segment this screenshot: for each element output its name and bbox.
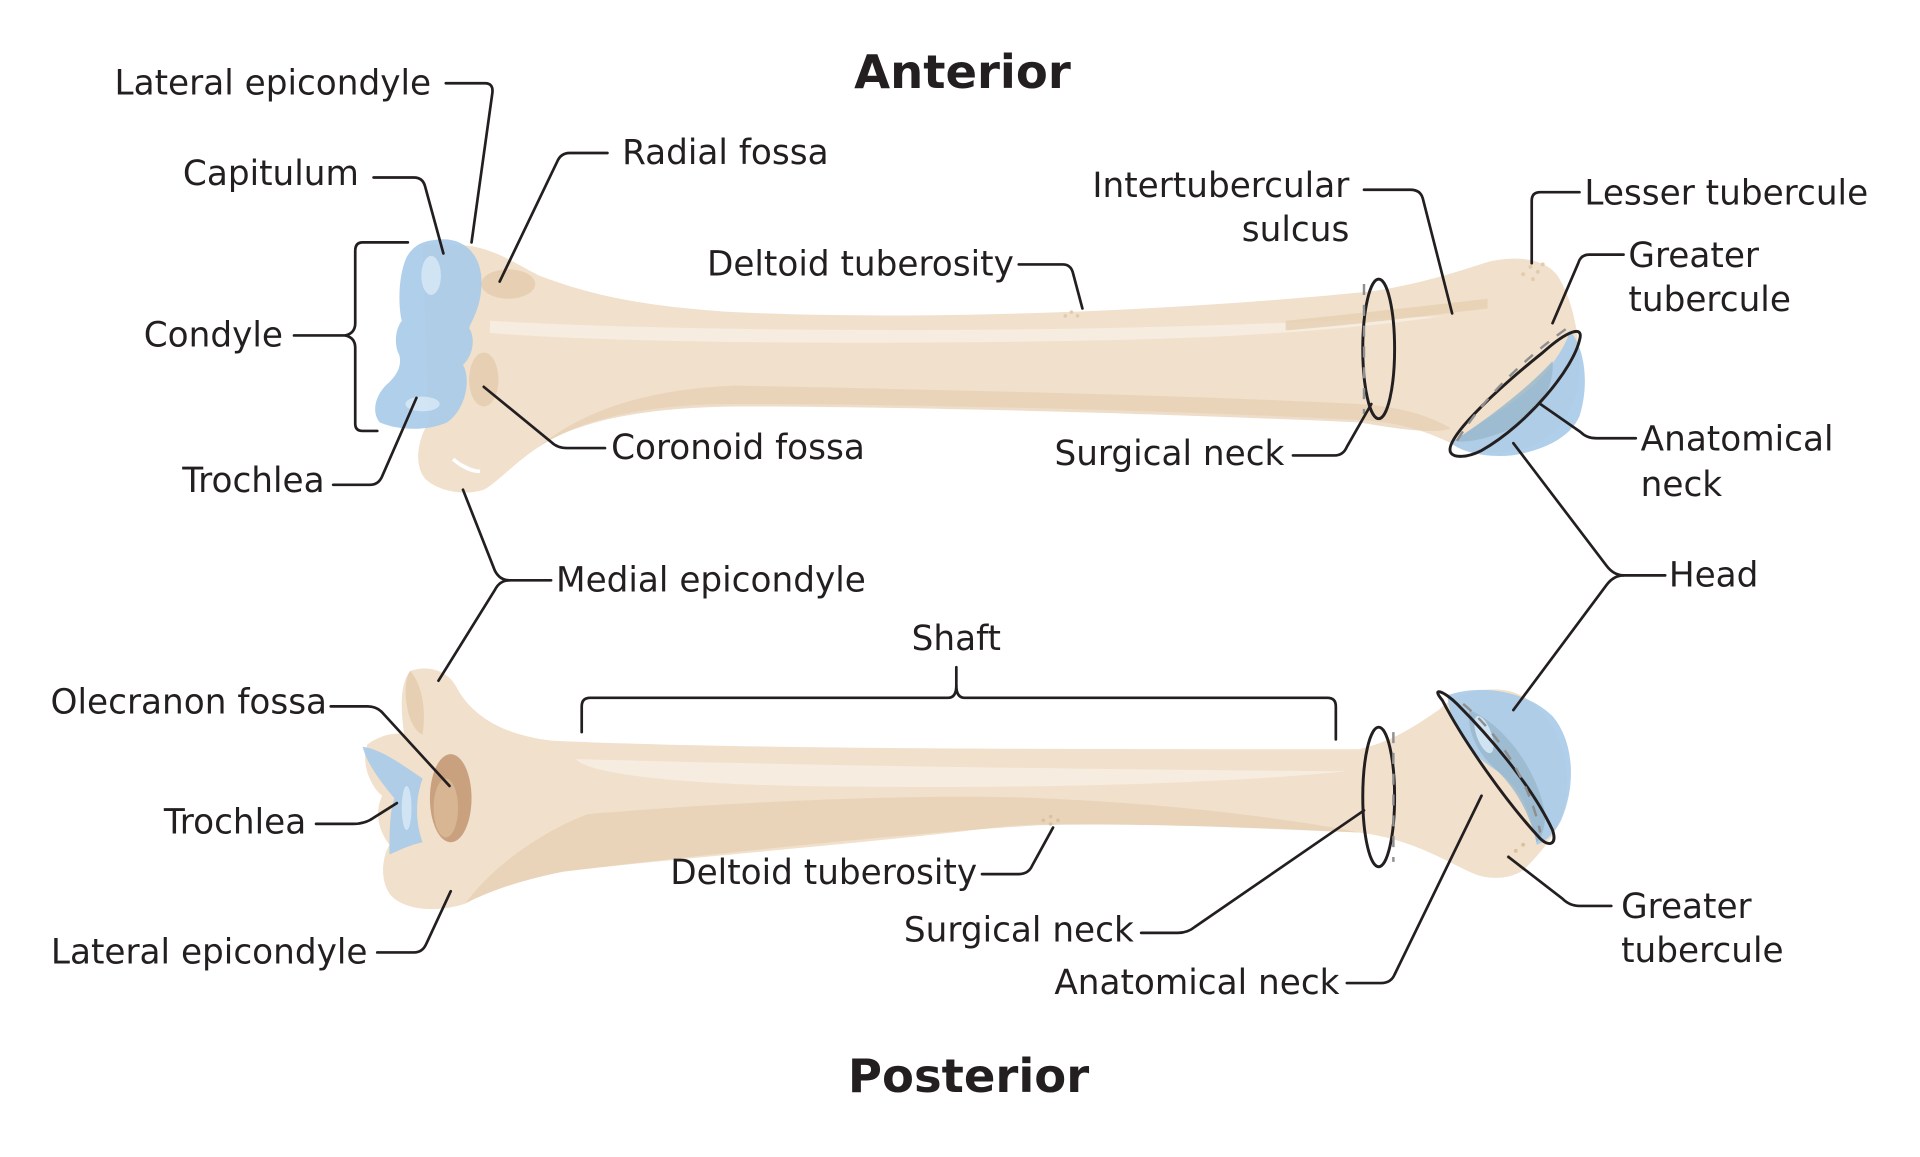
label-lateral-epicondyle-anterior: Lateral epicondyle (115, 63, 432, 103)
leader-medial-epicondyle-anterior (461, 488, 553, 582)
capitulum-highlight (421, 255, 441, 296)
leader-radial-fossa (498, 151, 609, 283)
label-olecranon-fossa: Olecranon fossa (51, 683, 328, 723)
leader-anatomical-neck-posterior (1345, 794, 1483, 985)
anterior-humerus (375, 239, 1585, 493)
shaft-bracket (580, 684, 1338, 741)
label-trochlea-posterior: Trochlea (163, 803, 306, 843)
label-capitulum: Capitulum (183, 154, 359, 194)
anterior-condyle-cartilage (375, 239, 482, 429)
label-intertubercular-sulcus-1: Intertubercular (1092, 166, 1350, 206)
leader-surgical-neck-posterior (1139, 809, 1366, 935)
label-lesser-tubercule: Lesser tubercule (1584, 173, 1868, 213)
leader-olecranon-fossa (329, 705, 451, 788)
label-surgical-neck-posterior: Surgical neck (904, 910, 1134, 950)
anterior-anatomical-neck-dash (1455, 327, 1568, 442)
label-anatomical-neck-anterior-2: neck (1641, 465, 1723, 505)
leader-lesser-tubercule (1530, 190, 1581, 265)
leader-trochlea-posterior (314, 801, 399, 826)
label-coronoid-fossa: Coronoid fossa (611, 428, 865, 468)
label-deltoid-tuberosity-anterior: Deltoid tuberosity (707, 244, 1014, 284)
leader-coronoid-fossa (482, 385, 607, 450)
title-anterior: Anterior (854, 45, 1071, 99)
leader-lateral-epicondyle-anterior (444, 81, 494, 244)
posterior-shaft-shadow (465, 796, 1360, 904)
label-shaft: Shaft (912, 619, 1001, 659)
label-head: Head (1669, 555, 1759, 595)
leader-anatomical-neck-anterior (1538, 402, 1638, 440)
label-greater-tubercule-posterior-2: tubercule (1621, 931, 1783, 971)
title-posterior: Posterior (848, 1049, 1089, 1103)
label-greater-tubercule-posterior-1: Greater (1621, 887, 1752, 927)
posterior-anatomical-neck-ring (1436, 690, 1556, 845)
medial-epicondyle-highlight (451, 457, 481, 474)
coronoid-fossa-depression (469, 352, 499, 407)
leader-capitulum (372, 176, 445, 255)
leader-intertubercular-sulcus (1362, 188, 1454, 315)
label-deltoid-tuberosity-posterior: Deltoid tuberosity (670, 853, 977, 893)
label-intertubercular-sulcus-2: sulcus (1242, 210, 1350, 250)
posterior-humerus (362, 668, 1571, 910)
anterior-head-shadow (1454, 361, 1553, 442)
label-greater-tubercule-anterior-2: tubercule (1628, 280, 1790, 320)
olecranon-fossa-inner (433, 778, 459, 838)
leader-surgical-neck-anterior (1291, 402, 1373, 457)
posterior-greater-tubercule-texture (1506, 842, 1526, 859)
label-trochlea-anterior: Trochlea (181, 461, 324, 501)
posterior-medial-epicondyle-shade (405, 670, 424, 735)
anterior-shaft-shadow (538, 385, 1451, 447)
posterior-anatomical-neck-dash (1462, 702, 1542, 833)
posterior-shaft-highlight (575, 759, 1347, 788)
leader-greater-tubercule-posterior (1507, 855, 1613, 908)
label-radial-fossa: Radial fossa (622, 133, 828, 173)
label-greater-tubercule-anterior-1: Greater (1628, 236, 1759, 276)
leader-trochlea-anterior (331, 396, 418, 487)
leader-deltoid-tuberosity-anterior (1017, 263, 1084, 310)
label-lateral-epicondyle-posterior: Lateral epicondyle (51, 932, 368, 972)
label-anatomical-neck-anterior-1: Anatomical (1641, 420, 1834, 460)
leader-deltoid-tuberosity-posterior (980, 826, 1055, 876)
label-anatomical-neck-posterior: Anatomical neck (1054, 963, 1339, 1003)
label-surgical-neck-anterior: Surgical neck (1054, 434, 1284, 474)
intertubercular-groove (1285, 298, 1488, 331)
anterior-shaft-highlight (489, 315, 1445, 343)
lesser-tubercule-texture (1521, 262, 1545, 282)
leader-greater-tubercule-anterior (1551, 253, 1625, 325)
radial-fossa-depression (481, 269, 536, 299)
leader-medial-epicondyle-posterior (437, 578, 511, 683)
leader-lateral-epicondyle-posterior (375, 889, 453, 954)
posterior-deltoid-texture (1041, 814, 1060, 826)
label-condyle: Condyle (144, 315, 283, 355)
anterior-bone-body (418, 244, 1580, 493)
label-medial-epicondyle: Medial epicondyle (556, 560, 866, 600)
anterior-deltoid-texture (1063, 310, 1080, 318)
posterior-trochlea-highlight (401, 785, 412, 831)
leader-head-anterior (1512, 441, 1667, 577)
leader-head-posterior (1512, 574, 1625, 712)
